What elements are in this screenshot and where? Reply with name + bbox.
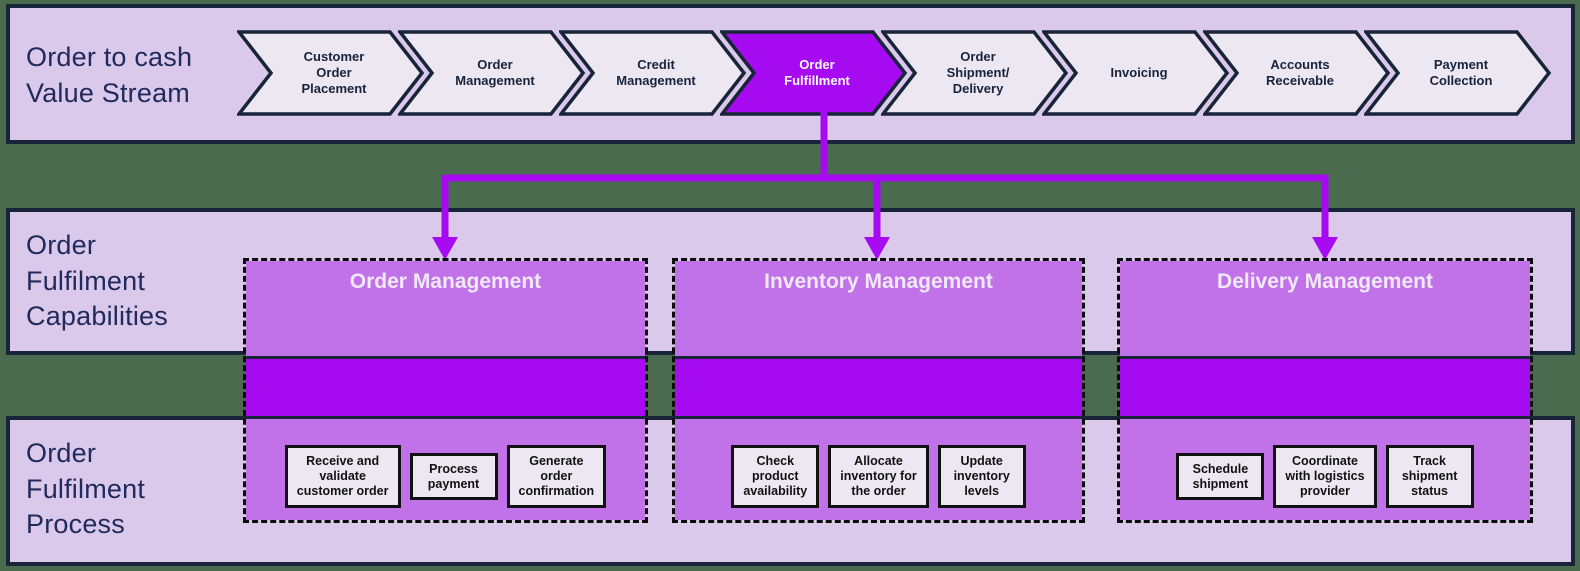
capability-title: Inventory Management (764, 270, 993, 293)
process-band-label: Order Fulfilment Process (26, 438, 146, 540)
process-step: Process payment (409, 452, 498, 501)
capability-title: Order Management (349, 270, 542, 293)
value-stream-stages: Customer Order Placement Order Managemen… (237, 30, 1557, 116)
capability-column-delivery-management: Delivery Management Schedule shipment Co… (1117, 258, 1533, 523)
process-step-row: Schedule shipment Coordinate with logist… (1120, 419, 1530, 520)
stage-chevron-invoicing: Invoicing (1042, 30, 1230, 116)
capability-header: Inventory Management (675, 261, 1082, 356)
process-step: Allocate inventory for the order (828, 445, 929, 508)
chevron-shape-icon (398, 30, 586, 116)
capability-process-area: Receive and validate customer order Proc… (246, 419, 645, 520)
chevron-shape-icon (881, 30, 1069, 116)
stage-label: Invoicing (1110, 64, 1168, 80)
capability-title: Delivery Management (1217, 270, 1433, 293)
stage-chevron-order-management: Order Management (398, 30, 586, 116)
capability-header: Delivery Management (1120, 261, 1530, 356)
stage-label: Payment Collection (1429, 56, 1493, 88)
capability-process-area: Check product availability Allocate inve… (675, 419, 1082, 520)
chevron-shape-icon (1042, 30, 1230, 116)
value-stream-label: Order to cash Value Stream (26, 42, 193, 108)
chevron-shape-icon (1203, 30, 1391, 116)
process-step: Coordinate with logistics provider (1273, 445, 1377, 508)
process-step: Track shipment status (1385, 445, 1474, 508)
stage-chevron-order-shipment-delivery: Order Shipment/ Delivery (881, 30, 1069, 116)
capability-process-area: Schedule shipment Coordinate with logist… (1120, 419, 1530, 520)
stage-label: Order Shipment/ Delivery (946, 48, 1010, 97)
process-step: Generate order confirmation (506, 445, 607, 508)
stage-label: Customer Order Placement (301, 48, 367, 97)
capability-column-inventory-management: Inventory Management Check product avail… (672, 258, 1085, 523)
capability-header: Order Management (246, 261, 645, 356)
capability-connector-strip (1120, 356, 1530, 419)
chevron-shape-icon (559, 30, 747, 116)
chevron-shape-icon (720, 30, 908, 116)
process-step: Schedule shipment (1176, 452, 1265, 501)
stage-chevron-payment-collection: Payment Collection (1364, 30, 1552, 116)
process-step-row: Check product availability Allocate inve… (675, 419, 1082, 520)
capability-connector-strip (246, 356, 645, 419)
process-step: Receive and validate customer order (284, 445, 401, 508)
stage-label: Accounts Receivable (1266, 56, 1334, 88)
stage-chevron-accounts-receivable: Accounts Receivable (1203, 30, 1391, 116)
capabilities-band-label: Order Fulfilment Capabilities (26, 230, 168, 332)
capability-connector-strip (675, 356, 1082, 419)
process-step-row: Receive and validate customer order Proc… (246, 419, 645, 520)
chevron-shape-icon (237, 30, 425, 116)
stage-label: Order Fulfillment (784, 56, 850, 88)
process-step: Check product availability (731, 445, 820, 508)
process-step: Update inventory levels (937, 445, 1026, 508)
capability-column-order-management: Order Management Receive and validate cu… (243, 258, 648, 523)
stage-chevron-order-fulfillment-highlighted: Order Fulfillment (720, 30, 908, 116)
stage-label: Order Management (455, 56, 535, 88)
chevron-shape-icon (1364, 30, 1552, 116)
stage-label: Credit Management (616, 56, 696, 88)
stage-chevron-customer-order-placement: Customer Order Placement (237, 30, 425, 116)
stage-chevron-credit-management: Credit Management (559, 30, 747, 116)
